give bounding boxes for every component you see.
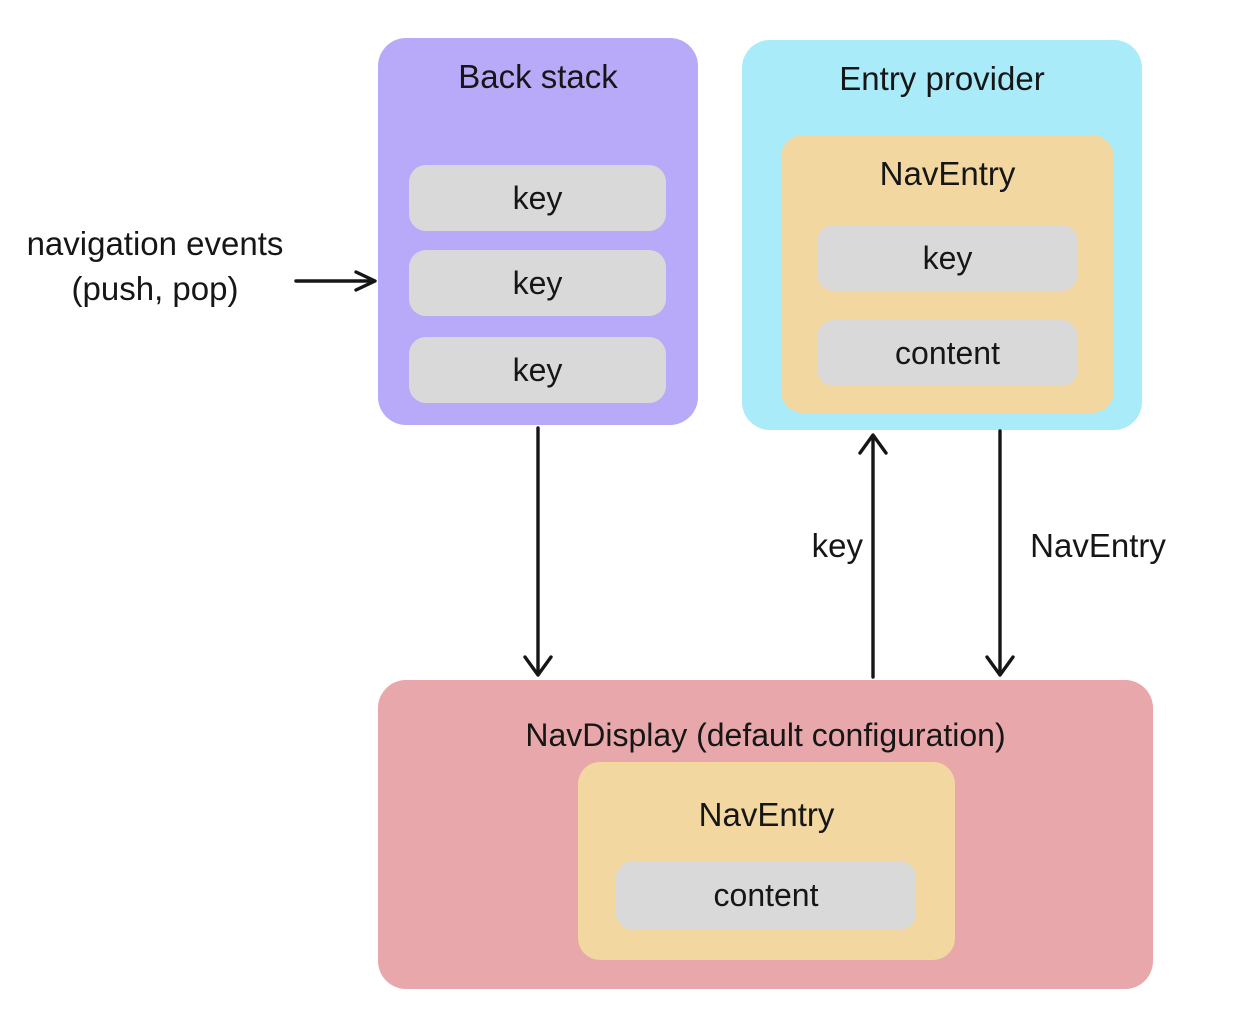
navigation-events-label: navigation events (push, pop) bbox=[5, 221, 305, 311]
entry-provider-naventry-box: NavEntry key content bbox=[781, 135, 1114, 413]
backstack-to-navdisplay-arrow bbox=[523, 426, 553, 677]
arrow-head bbox=[354, 270, 377, 292]
content-pill-label: content bbox=[713, 877, 819, 913]
key-arrow-label: key bbox=[811, 527, 863, 564]
naventry-arrow-label: NavEntry bbox=[1030, 527, 1166, 564]
arrow-head bbox=[985, 655, 1015, 677]
back-stack-key-pill: key bbox=[409, 165, 666, 231]
key-pill-label: key bbox=[512, 351, 563, 388]
key-pill-label: key bbox=[512, 179, 563, 216]
naventry-content-pill: content bbox=[817, 320, 1078, 386]
navigation-events-line1: navigation events bbox=[26, 225, 284, 262]
back-stack-key-pill: key bbox=[409, 250, 666, 316]
entry-provider-box: Entry provider NavEntry key content bbox=[742, 40, 1142, 430]
navigation-events-arrow bbox=[294, 270, 377, 292]
naventry-content-pill: content bbox=[616, 861, 916, 930]
nav-display-box: NavDisplay (default configuration) NavEn… bbox=[378, 680, 1153, 989]
entry-provider-title: Entry provider bbox=[839, 60, 1045, 97]
naventry-title: NavEntry bbox=[698, 796, 835, 833]
arrow-head bbox=[523, 655, 553, 677]
back-stack-title: Back stack bbox=[458, 58, 618, 95]
nav-display-naventry-box: NavEntry content bbox=[578, 762, 955, 960]
arrow-head bbox=[858, 433, 888, 455]
naventry-title: NavEntry bbox=[879, 155, 1016, 192]
key-pill-label: key bbox=[922, 239, 973, 276]
back-stack-box: Back stack key key key bbox=[378, 38, 698, 425]
naventry-key-pill: key bbox=[817, 225, 1078, 291]
key-up-arrow bbox=[858, 433, 888, 679]
nav-display-title: NavDisplay (default configuration) bbox=[525, 717, 1006, 753]
content-pill-label: content bbox=[895, 334, 1000, 371]
key-pill-label: key bbox=[512, 264, 563, 301]
naventry-down-arrow bbox=[985, 429, 1015, 677]
back-stack-key-pill: key bbox=[409, 337, 666, 403]
navigation-events-line2: (push, pop) bbox=[71, 270, 239, 307]
